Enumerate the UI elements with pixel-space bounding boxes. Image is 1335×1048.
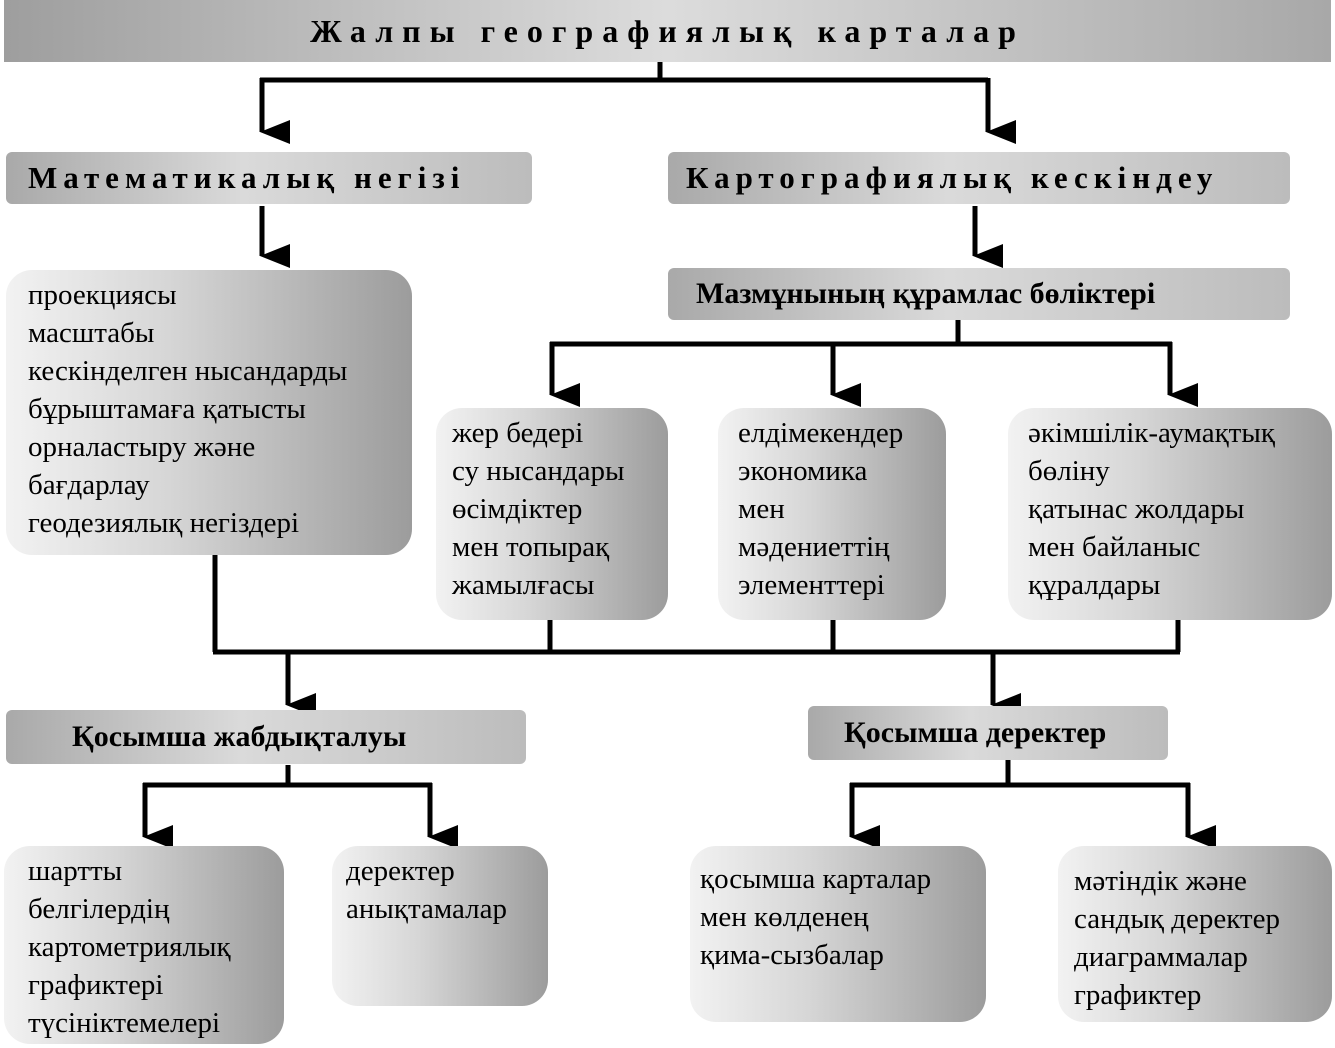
admin-elements-box: әкімшілік-аумақтық бөліну қатынас жолдар…: [1008, 408, 1332, 620]
natural-item: су нысандары: [452, 455, 625, 487]
social-elements-box: елдімекендер экономика мен мәдениеттің э…: [718, 408, 946, 620]
legend-item: шартты: [28, 855, 123, 887]
text-item: сандық деректер: [1074, 903, 1280, 935]
social-item: елдімекендер: [738, 417, 904, 449]
math-basis-box: проекциясы масштабы кескінделген нысанда…: [6, 270, 412, 555]
additional-data-header: Қосымша деректер: [808, 706, 1168, 760]
admin-item: құралдары: [1028, 569, 1161, 601]
cartographic-label: Картографиялық кескіндеу: [686, 160, 1219, 195]
legend-item: түсініктемелері: [28, 1007, 221, 1039]
page-title: Жалпы географиялық карталар: [310, 12, 1025, 49]
math-item: бағдарлау: [28, 469, 150, 501]
natural-elements-box: жер бедері су нысандары өсімдіктер мен т…: [436, 408, 668, 620]
maps-item: мен көлденең: [700, 901, 869, 933]
maps-item: қосымша карталар: [700, 863, 932, 895]
math-item: геодезиялық негіздері: [28, 507, 300, 539]
math-item: орналастыру және: [28, 431, 256, 463]
components-label: Мазмұнының құрамлас бөліктері: [696, 277, 1156, 310]
social-item: экономика: [738, 455, 868, 487]
admin-item: қатынас жолдары: [1028, 493, 1245, 525]
legend-box: шартты белгілердің картометриялық график…: [4, 846, 284, 1044]
natural-item: жамылғасы: [452, 569, 595, 601]
social-item: мен: [738, 493, 785, 525]
text-data-box: мәтіндік және сандық деректер диаграммал…: [1058, 846, 1332, 1022]
components-header: Мазмұнының құрамлас бөліктері: [668, 268, 1290, 320]
math-item: бұрыштамаға қатысты: [28, 393, 306, 425]
math-item: кескінделген нысандарды: [28, 355, 348, 387]
admin-item: әкімшілік-аумақтық: [1028, 417, 1275, 449]
references-item: анықтамалар: [346, 893, 507, 925]
social-item: мәдениеттің: [738, 531, 890, 563]
extra-maps-box: қосымша карталар мен көлденең қима-сызба…: [690, 846, 986, 1022]
text-item: графиктер: [1074, 979, 1202, 1011]
title-banner: Жалпы географиялық карталар: [4, 0, 1331, 62]
natural-item: жер бедері: [452, 417, 584, 449]
legend-item: картометриялық: [28, 931, 231, 963]
maps-item: қима-сызбалар: [700, 939, 884, 971]
additional-data-label: Қосымша деректер: [844, 716, 1107, 749]
social-item: элементтері: [738, 569, 885, 601]
admin-item: мен байланыс: [1028, 531, 1201, 563]
legend-item: белгілердің: [28, 893, 170, 925]
natural-item: мен топырақ: [452, 531, 610, 563]
math-basis-label: Математикалық негізі: [28, 160, 466, 195]
references-box: деректер анықтамалар: [332, 846, 548, 1006]
admin-item: бөліну: [1028, 455, 1110, 487]
text-item: мәтіндік және: [1074, 865, 1247, 897]
math-item: проекциясы: [28, 279, 177, 311]
references-item: деректер: [346, 855, 455, 887]
cartographic-header: Картографиялық кескіндеу: [668, 152, 1290, 204]
supplementary-equipment-header: Қосымша жабдықталуы: [6, 710, 526, 764]
natural-item: өсімдіктер: [452, 493, 583, 525]
math-item: масштабы: [28, 317, 155, 349]
text-item: диаграммалар: [1074, 941, 1248, 973]
supplementary-equipment-label: Қосымша жабдықталуы: [72, 720, 407, 753]
legend-item: графиктері: [28, 969, 164, 1001]
math-basis-header: Математикалық негізі: [6, 152, 532, 204]
